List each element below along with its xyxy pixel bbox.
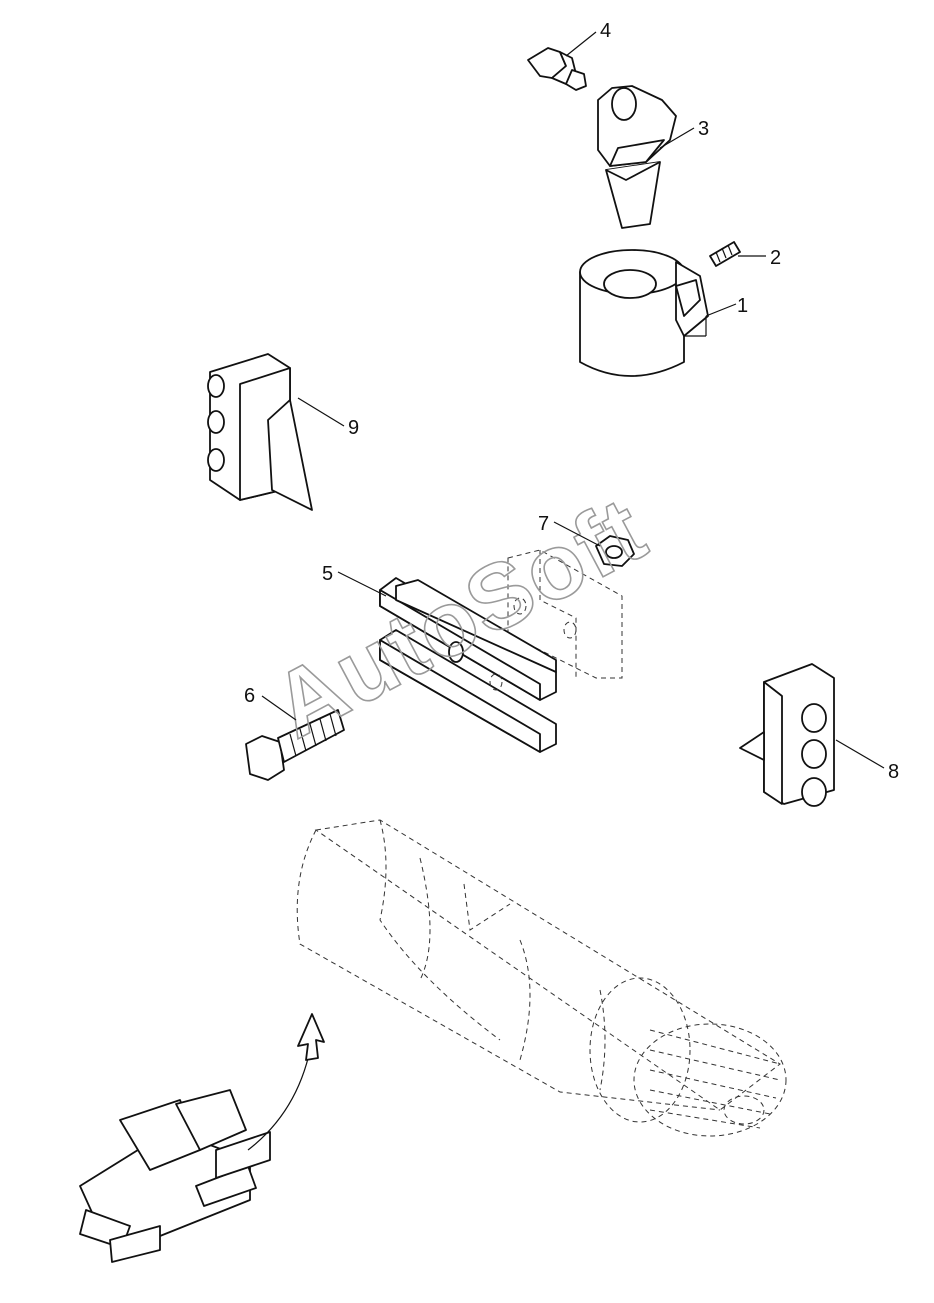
milling-drum	[296, 819, 787, 1137]
callout-1: 1	[737, 295, 748, 317]
cold-milling-machine-icon	[79, 1089, 271, 1263]
part-2-set-screw[interactable]	[709, 241, 741, 267]
pointer-arrow	[247, 1013, 325, 1151]
part-1-base-holder[interactable]	[579, 249, 709, 377]
part-7-nut[interactable]	[595, 535, 635, 567]
callout-2: 2	[770, 247, 781, 269]
part-8-triple-holder[interactable]	[739, 663, 835, 807]
callout-8: 8	[888, 761, 899, 783]
callout-6: 6	[244, 685, 255, 707]
callout-4: 4	[600, 20, 611, 42]
leader-lines	[261, 31, 885, 769]
callout-9: 9	[348, 417, 359, 439]
part-9-triple-holder[interactable]	[207, 353, 313, 511]
watermark: AutoSoft	[258, 478, 663, 758]
part-5-clamp-plates[interactable]	[379, 577, 557, 753]
callout-7: 7	[538, 513, 549, 535]
callout-5: 5	[322, 563, 333, 585]
part-3-tool-holder[interactable]	[597, 85, 677, 229]
callout-3: 3	[698, 118, 709, 140]
part-6-bolt[interactable]	[245, 709, 345, 781]
part-4-cutting-pick[interactable]	[527, 47, 587, 91]
